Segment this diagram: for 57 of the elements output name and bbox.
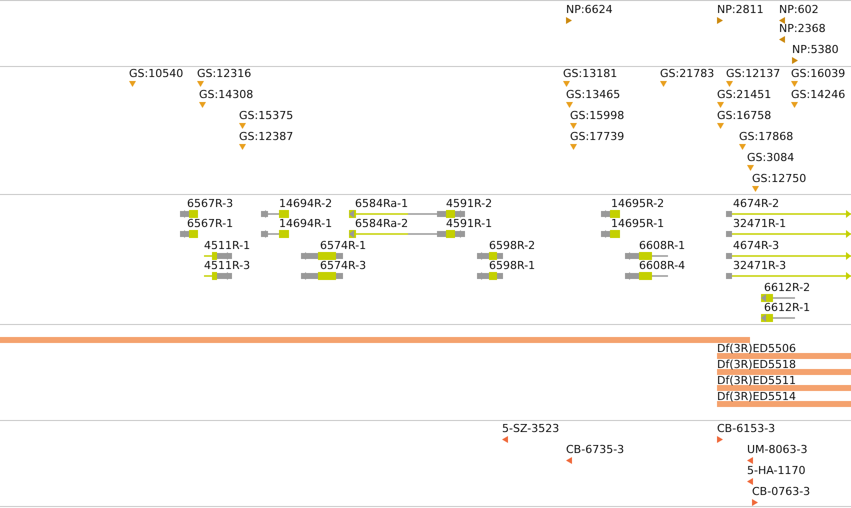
feature-label: NP:2368 [779,22,826,35]
feature-label: GS:13181 [563,67,618,80]
feature-label: 6598R-2 [489,239,536,252]
feature-label: 6584Ra-1 [355,197,408,210]
feature-label: GS:14308 [199,88,254,101]
feature-label: 6567R-3 [187,197,234,210]
feature-label: GS:3084 [747,151,794,164]
feature-label: 4674R-2 [733,197,780,210]
feature-label: GS:21783 [660,67,714,80]
feature-label: NP:602 [779,3,819,16]
feature-label: 5-HA-1170 [747,464,806,477]
feature-label: 14694R-1 [279,217,332,230]
feature-label: CB-6153-3 [717,422,776,435]
feature-label: Df(3R)ED5514 [717,390,796,403]
feature-label: 5-SZ-3523 [502,422,560,435]
feature-label: Df(3R)ED5518 [717,358,796,371]
feature-label: Df(3R)ED5511 [717,374,796,387]
feature-label: GS:14246 [791,88,846,101]
feature-label: 4511R-3 [204,259,250,272]
feature-label: GS:10540 [129,67,184,80]
feature-label: CB-0763-3 [752,485,810,498]
feature-label: GS:15998 [570,109,624,122]
feature-label: 32471R-1 [733,217,786,230]
feature-label: GS:12137 [726,67,780,80]
feature-label: 6608R-1 [639,239,686,252]
feature-label: GS:16758 [717,109,772,122]
feature-label: 14695R-2 [611,197,664,210]
feature-label: Df(3R)ED5506 [717,342,796,355]
feature-label: GS:15375 [239,109,294,122]
feature-label: 6598R-1 [489,259,536,272]
feature-label: NP:2811 [717,3,764,16]
feature-label: GS:16039 [791,67,846,80]
feature-label: CB-6735-3 [566,443,624,456]
feature-label: GS:21451 [717,88,772,101]
feature-label: GS:17868 [739,130,794,143]
feature-label: 4511R-1 [204,239,250,252]
feature-label: UM-8063-3 [747,443,808,456]
feature-label: 14694R-2 [279,197,332,210]
feature-label: GS:17739 [570,130,624,143]
feature-label: 4591R-1 [446,217,492,230]
feature-label: 6574R-3 [320,259,366,272]
feature-label: 6567R-1 [187,217,234,230]
feature-label: 6612R-2 [764,281,810,294]
feature-label: 6574R-1 [320,239,366,252]
feature-label: 4591R-2 [446,197,492,210]
feature-label: NP:5380 [792,43,839,56]
feature-label: GS:12387 [239,130,294,143]
feature-label: GS:13465 [566,88,620,101]
feature-label: 6612R-1 [764,301,810,314]
feature-label: 6584Ra-2 [355,217,408,230]
feature-label: NP:6624 [566,3,613,16]
feature-label: 4674R-3 [733,239,780,252]
feature-label: 32471R-3 [733,259,786,272]
feature-label: GS:12316 [197,67,252,80]
feature-label: GS:12750 [752,172,806,185]
feature-label: 6608R-4 [639,259,686,272]
feature-label: 14695R-1 [611,217,664,230]
